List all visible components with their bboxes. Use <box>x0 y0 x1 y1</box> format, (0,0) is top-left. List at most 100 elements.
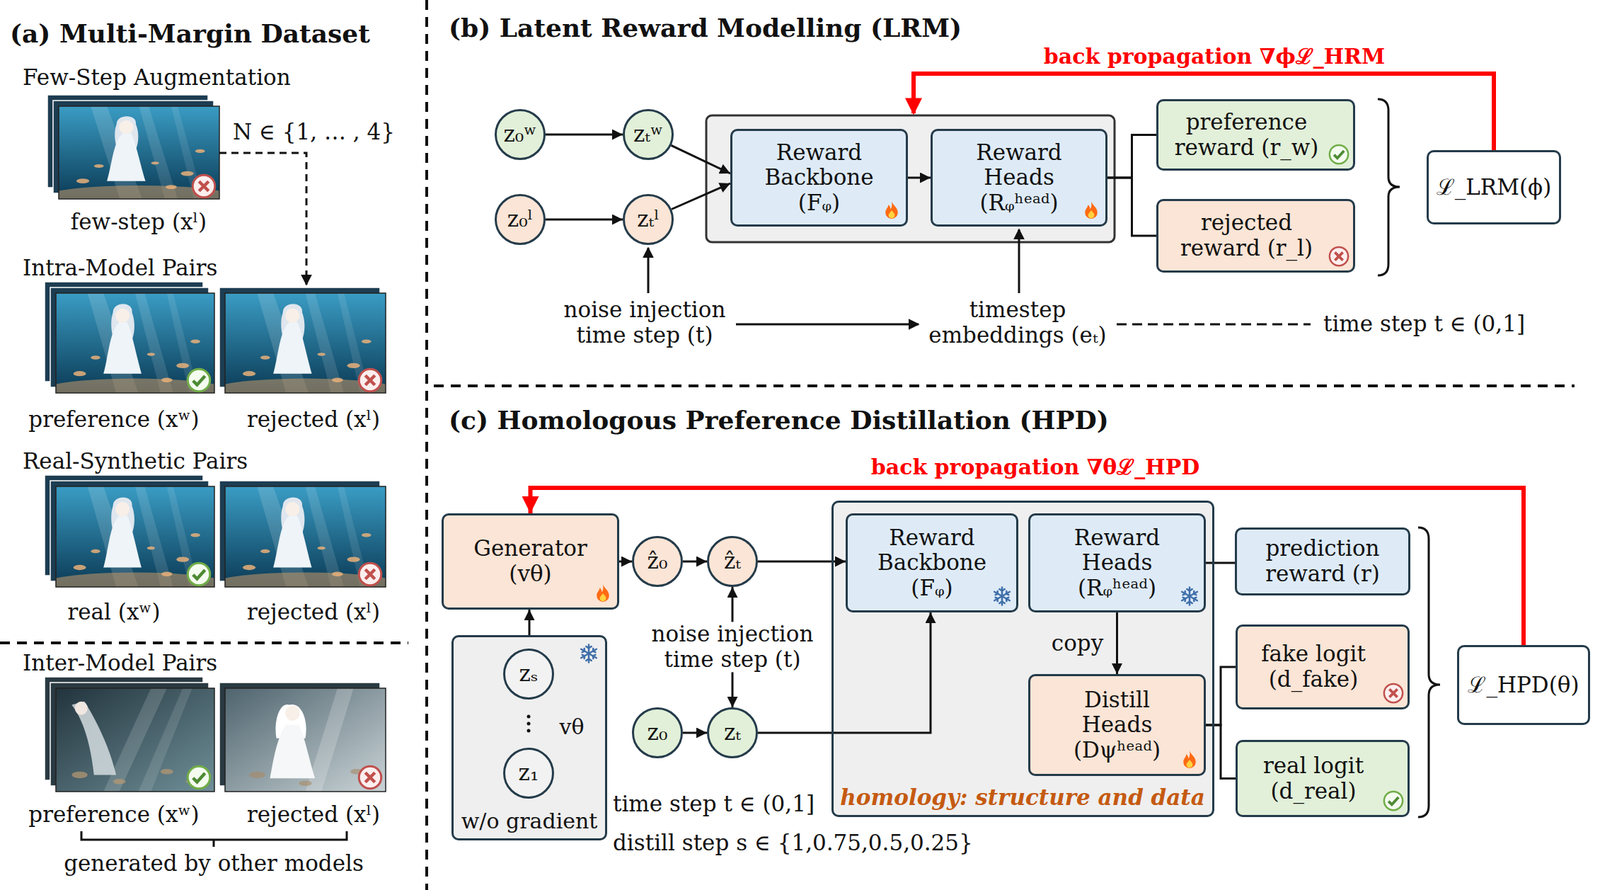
ellipsis-dots <box>527 714 531 719</box>
frozen-icon <box>1181 587 1198 606</box>
process-box: Reward Backbone (Fᵩ) <box>730 128 908 227</box>
augment-arrow <box>219 152 307 285</box>
node-text: ℒ_HPD(θ) <box>1467 672 1579 698</box>
trainable-icon <box>1084 200 1098 219</box>
image-caption: few-step (xˡ) <box>70 209 207 235</box>
note-label: time step t ∈ (0,1] <box>612 791 815 817</box>
trainable-icon <box>1183 750 1196 768</box>
latent-circle: z₁ <box>503 747 555 799</box>
flow-arrow <box>735 323 919 326</box>
edge-label: back propagation ∇θℒ_HPD <box>868 455 1204 480</box>
dashed-divider <box>433 384 1575 388</box>
latent-circle: zₜ <box>706 706 758 758</box>
process-box: preference reward (r_w) <box>1156 99 1356 171</box>
check-icon <box>1388 796 1399 804</box>
process-box: prediction reward (r) <box>1234 527 1411 596</box>
node-text: fake logit (d_fake) <box>1245 641 1382 692</box>
bracket <box>81 830 347 847</box>
image-caption: rejected (xˡ) <box>246 801 381 828</box>
sample-image <box>40 292 231 405</box>
process-box: Generator (vθ) <box>441 513 620 610</box>
image-caption: preference (xʷ) <box>28 406 199 433</box>
node-text: Distill Heads (Dψʰᵉᵃᵈ) <box>1046 687 1189 763</box>
sample-image <box>40 474 231 598</box>
trainable-icon <box>885 200 899 219</box>
panel-title: (a) Multi-Margin Dataset <box>9 19 371 49</box>
process-box: Reward Heads (Rᵩʰᵉᵃᵈ) <box>930 128 1108 227</box>
sample-image <box>40 486 231 598</box>
container-panel <box>706 115 1115 243</box>
sample-image <box>192 174 216 198</box>
node-text: prediction reward (r) <box>1244 535 1402 586</box>
process-box: Distill Heads (Dψʰᵉᵃᵈ) <box>1028 673 1206 776</box>
process-box: Reward Heads (Rᵩʰᵉᵃᵈ) <box>1028 513 1206 613</box>
sample-image <box>358 368 382 392</box>
node-text: ẑₜ <box>723 548 741 574</box>
node-text: preference reward (r_w) <box>1168 109 1326 160</box>
latent-circle: ẑ₀ <box>631 535 683 587</box>
sample-image <box>208 292 402 405</box>
cross-icon <box>1334 251 1343 260</box>
connector <box>1205 724 1236 779</box>
sample-image <box>187 562 211 586</box>
node-text: Generator (vθ) <box>463 535 598 586</box>
sample-image <box>225 687 386 792</box>
connector <box>682 731 707 734</box>
connector <box>545 133 623 136</box>
sample-image <box>225 292 386 393</box>
node-text: vθ <box>559 714 584 740</box>
dashed-line <box>1116 323 1311 326</box>
connector <box>1107 177 1157 236</box>
cross-icon <box>1329 246 1349 266</box>
node-text: zₛ <box>519 660 539 687</box>
sample-image <box>187 368 211 392</box>
augment-label: N ∈ {1, … , 4} <box>232 119 395 146</box>
connector <box>671 183 731 210</box>
node-text: zₜ <box>723 719 741 746</box>
connector <box>682 560 707 563</box>
node-text: z₁ <box>518 760 540 786</box>
connector <box>671 145 732 174</box>
group-box: vθ w/o gradient zₛ z₁ <box>451 634 608 840</box>
sample-image <box>358 765 382 789</box>
latent-circle: z₀ <box>631 706 683 758</box>
node-text: homology: structure and data <box>839 784 1206 811</box>
trainable-icon <box>596 583 610 602</box>
input-label: noise injection time step (t) <box>552 297 737 348</box>
group-box: homology: structure and data Reward Backb… <box>831 500 1215 817</box>
node-text: Reward Heads (Rᵩʰᵉᵃᵈ) <box>948 140 1090 216</box>
cross-icon <box>1384 683 1403 702</box>
process-box: ℒ_HPD(θ) <box>1457 644 1591 725</box>
brace <box>1377 99 1400 276</box>
section-heading: Few-Step Augmentation <box>22 65 291 91</box>
note-label: time step t ∈ (0,1] <box>1323 311 1525 337</box>
frozen-icon <box>991 585 1013 607</box>
edge-label: noise injection time step (t) <box>637 621 828 672</box>
section-heading: Real-Synthetic Pairs <box>22 448 248 475</box>
panel-title: (b) Latent Reward Modelling (LRM) <box>448 13 962 43</box>
sample-image <box>187 765 211 789</box>
frozen-icon <box>580 644 597 663</box>
flow-arrow <box>647 247 650 293</box>
sample-image <box>58 106 220 199</box>
edge-label: copy <box>1048 630 1107 656</box>
node-text: Reward Backbone (Fᵩ) <box>861 525 1003 601</box>
cross-icon <box>1389 688 1397 697</box>
sample-image <box>55 486 215 587</box>
check-icon <box>1382 789 1404 811</box>
sample-image <box>358 562 382 586</box>
node-text: real logit (d_real) <box>1245 752 1382 804</box>
dashed-divider <box>0 641 409 644</box>
node-text: w/o gradient <box>461 808 598 834</box>
latent-circle: zₜʷ <box>622 108 674 160</box>
sample-image <box>208 287 402 405</box>
cross-icon <box>1382 682 1404 704</box>
latent-circle: z₀ˡ <box>494 193 546 245</box>
flow-arrow <box>1018 229 1021 293</box>
sample-image <box>42 106 235 210</box>
trainable-icon <box>1178 748 1201 770</box>
process-box: fake logit (d_fake) <box>1235 624 1410 710</box>
frozen-icon <box>1183 588 1197 603</box>
